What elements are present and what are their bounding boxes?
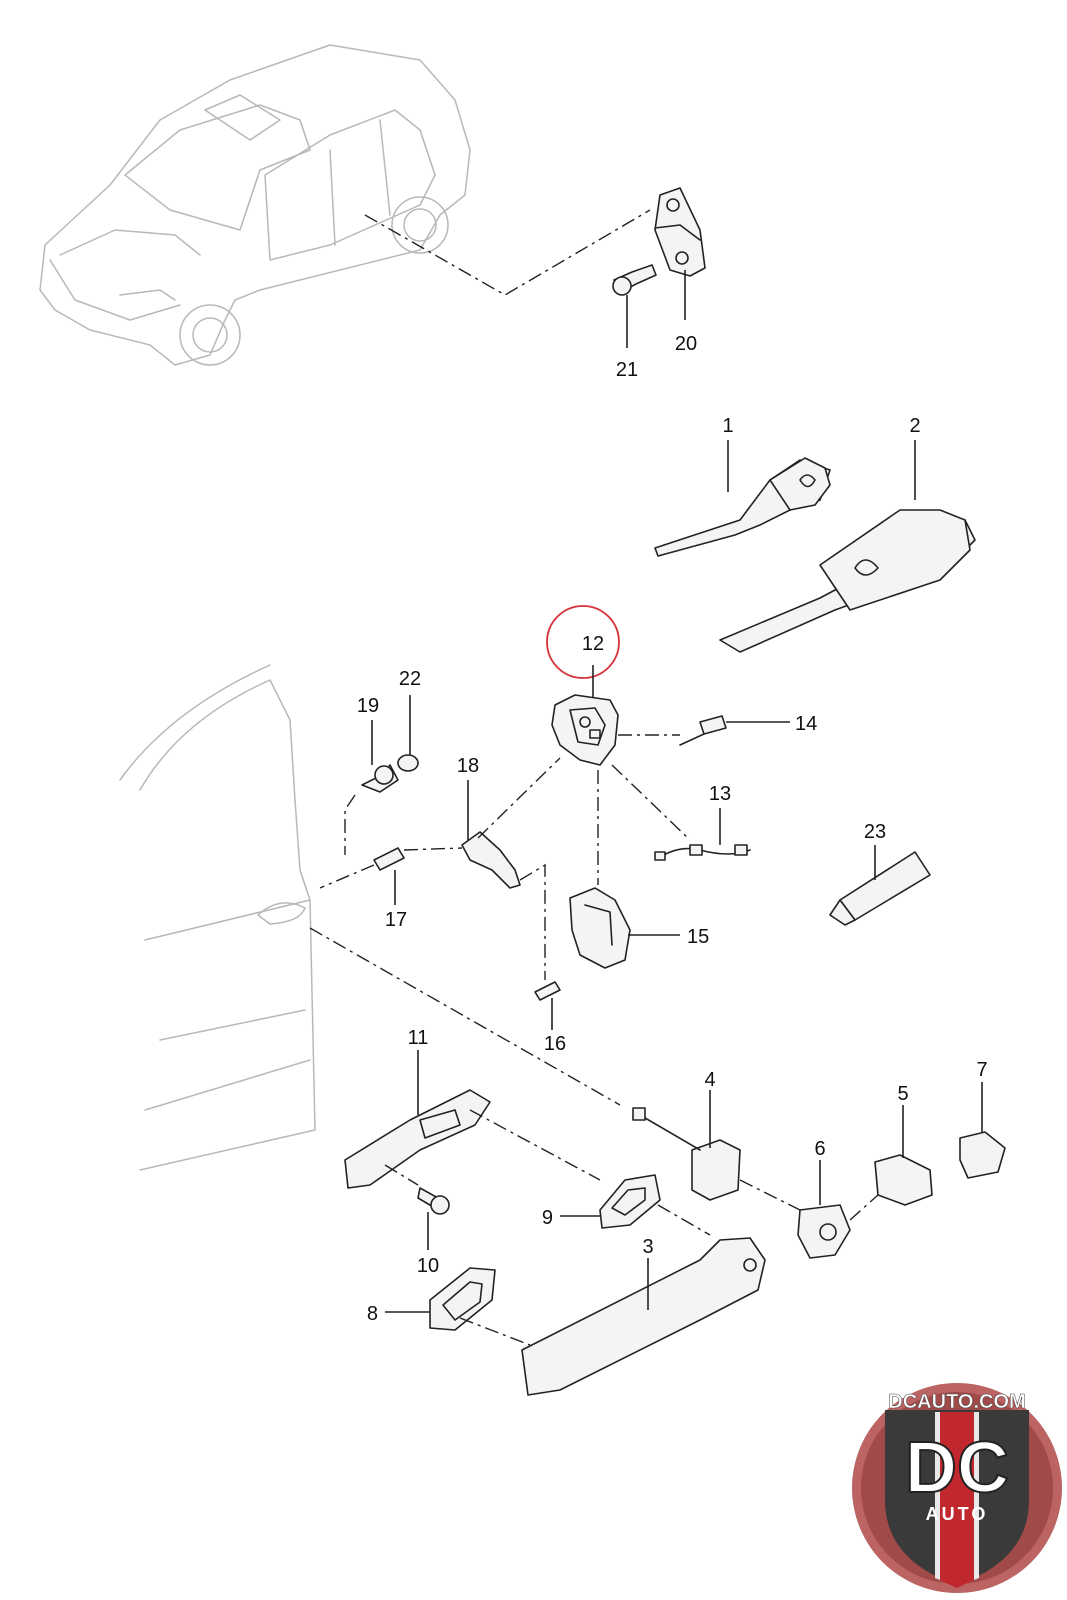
callout-4: 4 bbox=[704, 1069, 715, 1091]
part-6-cover-cap bbox=[797, 1204, 851, 1259]
callout-20: 20 bbox=[675, 333, 697, 355]
callout-17: 17 bbox=[385, 909, 407, 931]
callout-2: 2 bbox=[909, 415, 920, 437]
highlight-circle bbox=[546, 605, 620, 679]
part-3-door-handle bbox=[521, 1237, 766, 1396]
part-12-door-lock bbox=[551, 694, 619, 766]
callout-21: 21 bbox=[616, 359, 638, 381]
callout-3: 3 bbox=[642, 1236, 653, 1258]
logo-site-text: DCAUTO.COM bbox=[888, 1391, 1025, 1413]
callout-9: 9 bbox=[542, 1207, 553, 1229]
part-19-bolt bbox=[361, 764, 399, 793]
door-illustration bbox=[119, 664, 316, 1171]
callout-23: 23 bbox=[864, 821, 886, 843]
callout-22: 22 bbox=[399, 668, 421, 690]
part-16-pin bbox=[534, 981, 561, 1001]
callout-18: 18 bbox=[457, 755, 479, 777]
callout-5: 5 bbox=[897, 1083, 908, 1105]
part-8-gasket bbox=[429, 1267, 496, 1331]
callout-13: 13 bbox=[709, 783, 731, 805]
callout-10: 10 bbox=[417, 1255, 439, 1277]
part-1-key-blade bbox=[654, 457, 831, 557]
callout-14: 14 bbox=[795, 713, 817, 735]
part-10-screw bbox=[417, 1187, 450, 1215]
dcauto-logo: DCAUTO.COM DC AUTO bbox=[852, 1383, 1062, 1593]
part-11-handle-carrier bbox=[344, 1089, 491, 1189]
callout-6: 6 bbox=[814, 1138, 825, 1160]
part-21-screw bbox=[612, 264, 657, 296]
part-18-bracket bbox=[461, 831, 521, 889]
part-2-key-with-remote bbox=[719, 509, 976, 653]
callout-1: 1 bbox=[722, 415, 733, 437]
part-15-lock-cover bbox=[569, 887, 631, 969]
part-13-wiring bbox=[654, 844, 751, 861]
part-20-striker-plate bbox=[654, 187, 706, 277]
callout-19: 19 bbox=[357, 695, 379, 717]
callout-labels: 1 2 3 4 5 6 7 8 9 10 11 12 13 14 15 16 1… bbox=[357, 333, 988, 1325]
part-22-washer bbox=[397, 754, 419, 772]
part-14-connector bbox=[679, 715, 727, 746]
callout-7: 7 bbox=[976, 1059, 987, 1081]
callout-12: 12 bbox=[582, 633, 604, 655]
part-5-end-cap bbox=[874, 1154, 933, 1206]
logo-monogram: DC bbox=[905, 1428, 1009, 1508]
logo-subtitle: AUTO bbox=[926, 1504, 989, 1524]
part-17-pin bbox=[373, 847, 405, 871]
vehicle-illustration bbox=[39, 44, 471, 366]
callout-8: 8 bbox=[367, 1303, 378, 1325]
callout-15: 15 bbox=[687, 926, 709, 948]
part-7-trim-cap bbox=[959, 1131, 1006, 1179]
callout-11: 11 bbox=[408, 1027, 429, 1049]
callout-16: 16 bbox=[544, 1033, 566, 1055]
part-4-lock-cylinder bbox=[632, 1107, 741, 1201]
part-9-gasket bbox=[599, 1174, 661, 1229]
part-23-grease-tube bbox=[829, 851, 931, 926]
